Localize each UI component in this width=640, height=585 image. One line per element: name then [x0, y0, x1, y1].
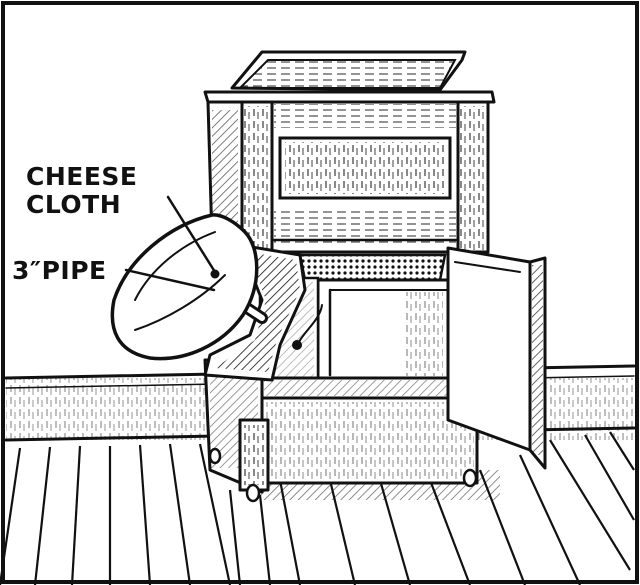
pipe-leader	[124, 268, 216, 292]
open-door	[446, 246, 547, 470]
cheese-label: CHEESE	[26, 162, 138, 191]
cheese-cloth-leader	[166, 195, 217, 274]
cheese-cloth-leader-dot	[210, 269, 220, 279]
cabinet-base	[203, 358, 479, 503]
cheese-cloth-bag	[110, 213, 259, 361]
rack	[298, 253, 447, 282]
cabinet-upper	[203, 50, 496, 254]
cloth-label: CLOTH	[26, 190, 121, 219]
pipe-label: 3″PIPE	[12, 256, 107, 285]
